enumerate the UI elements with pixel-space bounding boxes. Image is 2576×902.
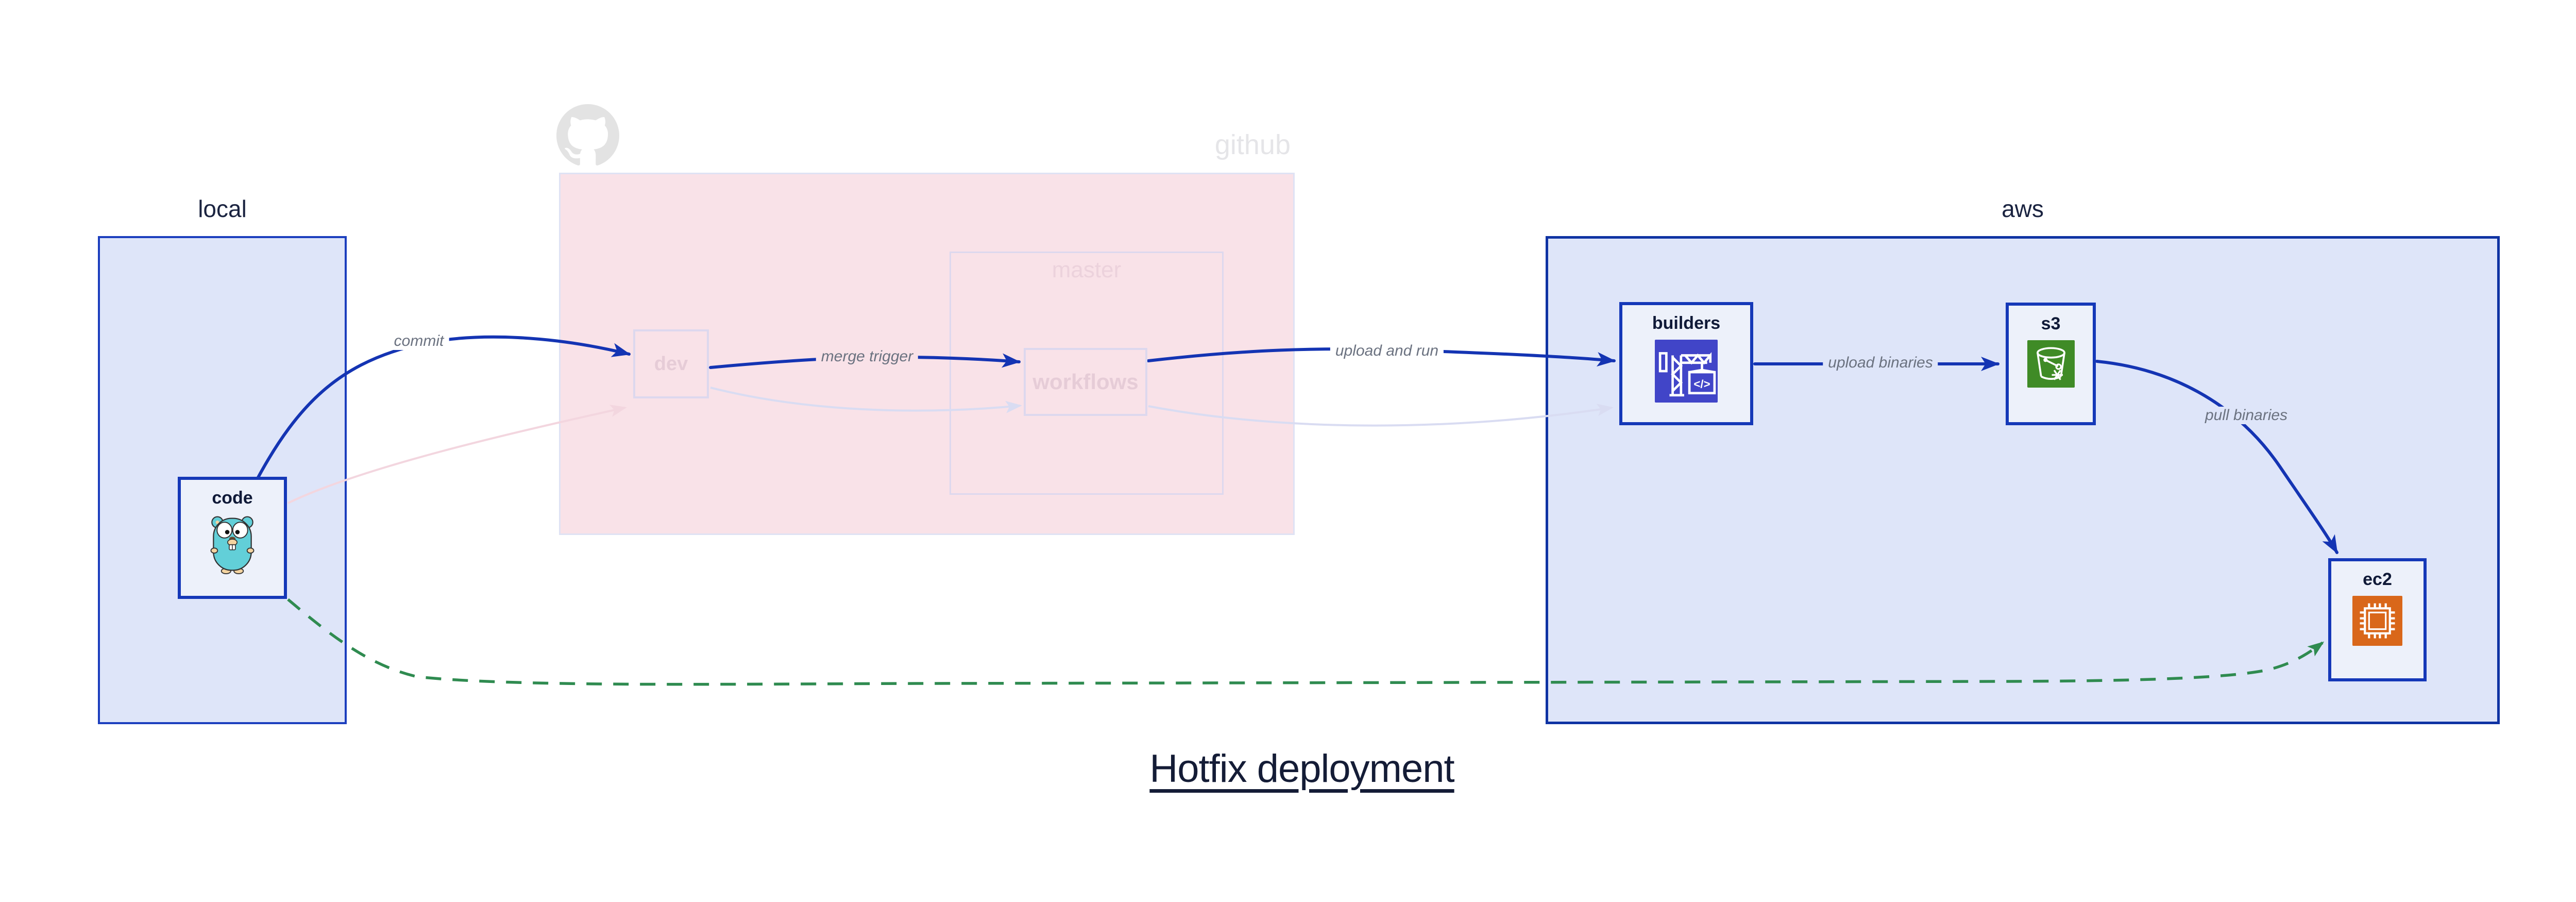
go-gopher-icon (209, 514, 256, 574)
diagram-title: Hotfix deployment (1149, 747, 1454, 791)
node-s3: s3 (2006, 303, 2096, 425)
builders-node-label: builders (1652, 313, 1721, 333)
octocat-icon (556, 104, 619, 167)
ec2-chip-icon (2352, 596, 2402, 646)
ec2-node-label: ec2 (2363, 570, 2392, 589)
edge-dev-to-workflows-faded (710, 387, 1022, 413)
edge-label-merge-trigger: merge trigger (816, 348, 919, 365)
code-node-label: code (212, 488, 253, 508)
master-branch-box: master (950, 252, 1224, 495)
node-dev: dev (633, 329, 709, 398)
codebuild-code-glyph: </> (1693, 378, 1710, 391)
github-group-label: github (1214, 129, 1291, 160)
dev-node-label: dev (654, 353, 688, 375)
edge-code-to-dev-faded (287, 405, 627, 504)
node-code: code (178, 477, 287, 599)
edge-commit (256, 335, 631, 480)
s3-bucket-icon (2027, 340, 2075, 388)
edge-label-upload-binaries: upload binaries (1823, 354, 1938, 372)
edge-workflows-to-builders-faded (1148, 404, 1614, 427)
s3-node-label: s3 (2041, 314, 2061, 333)
node-ec2: ec2 (2328, 558, 2427, 681)
node-builders: builders </> (1619, 302, 1753, 425)
edge-label-commit: commit (388, 332, 449, 350)
master-label: master (1052, 257, 1122, 282)
edge-pull-binaries (2095, 360, 2338, 554)
edge-label-upload-and-run: upload and run (1330, 342, 1444, 360)
local-group-label: local (198, 195, 247, 222)
aws-group-label: aws (2002, 195, 2044, 222)
node-workflows: workflows (1024, 348, 1147, 416)
edge-label-pull-binaries: pull binaries (2199, 407, 2293, 424)
codebuild-crane-icon: </> (1655, 340, 1718, 403)
edge-hotfix-code-to-ec2 (287, 598, 2325, 686)
workflows-node-label: workflows (1032, 370, 1139, 394)
